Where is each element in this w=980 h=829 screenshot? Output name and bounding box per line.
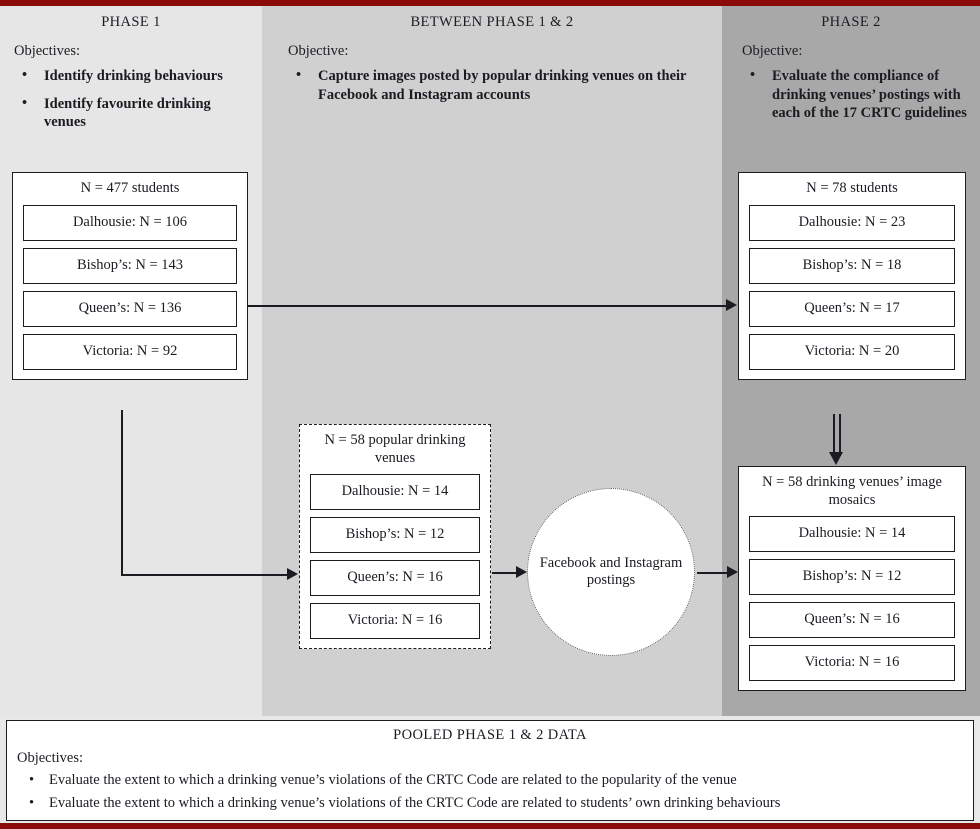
group-title: N = 58 drinking venues’ image mosaics bbox=[762, 474, 942, 508]
connector-venues-to-circle-arrowhead-icon bbox=[516, 566, 527, 578]
circle-node-label: Facebook and Instagram postings bbox=[539, 554, 683, 588]
connector-circle-to-mosaics-arrowhead-icon bbox=[727, 566, 738, 578]
group-row: Queen’s: N = 16 bbox=[749, 602, 955, 639]
pooled-objectives-item: • Evaluate the extent to which a drinkin… bbox=[17, 795, 963, 812]
group-box-phase-1-students: N = 477 students Dalhousie: N = 106 Bish… bbox=[12, 172, 248, 380]
objectives-phase-1-item-text: Identify drinking behaviours bbox=[44, 68, 223, 85]
group-title: N = 477 students bbox=[80, 180, 180, 196]
connector-circle-to-mosaics-line bbox=[697, 572, 731, 574]
group-row: Queen’s: N = 17 bbox=[749, 290, 955, 327]
objectives-between-phases-list: • Capture images posted by popular drink… bbox=[288, 67, 708, 104]
objectives-phase-1-item-text: Identify favourite drinking venues bbox=[44, 95, 211, 130]
objectives-between-phases-title: Objective: bbox=[288, 43, 349, 59]
objectives-phase-1-title: Objectives: bbox=[14, 43, 81, 59]
objectives-between-phases: Objective: • Capture images posted by po… bbox=[288, 42, 708, 113]
bullet-icon: • bbox=[22, 67, 28, 84]
connector-phase1-to-venues-vertical bbox=[121, 410, 123, 576]
column-header-phase-2: PHASE 2 bbox=[821, 14, 881, 30]
pooled-objectives-title: Objectives: bbox=[17, 750, 84, 766]
connector-phase2-to-mosaics-line-b bbox=[839, 414, 841, 454]
connector-phase1-to-venues-horizontal bbox=[121, 574, 289, 576]
circle-node-social-media-postings: Facebook and Instagram postings bbox=[527, 488, 695, 656]
bottom-accent-rule bbox=[0, 823, 980, 829]
connector-phase1-to-venues-arrowhead-icon bbox=[287, 568, 298, 580]
pooled-objectives-item: • Evaluate the extent to which a drinkin… bbox=[17, 772, 963, 789]
objectives-between-phases-item: • Capture images posted by popular drink… bbox=[288, 67, 708, 104]
pooled-data-panel: POOLED PHASE 1 & 2 DATA Objectives: • Ev… bbox=[6, 720, 974, 821]
objectives-phase-2: Objective: • Evaluate the compliance of … bbox=[742, 42, 972, 131]
objectives-phase-1-item: • Identify favourite drinking venues bbox=[14, 95, 249, 132]
group-row: Victoria: N = 92 bbox=[23, 333, 237, 370]
group-row: Queen’s: N = 136 bbox=[23, 290, 237, 327]
pooled-panel-title: POOLED PHASE 1 & 2 DATA bbox=[393, 727, 587, 743]
group-row: Dalhousie: N = 14 bbox=[310, 474, 480, 511]
group-box-popular-drinking-venues: N = 58 popular drinking venues Dalhousie… bbox=[299, 424, 491, 650]
connector-phase1-to-phase2-line bbox=[248, 305, 730, 307]
objectives-between-phases-item-text: Capture images posted by popular drinkin… bbox=[318, 68, 687, 103]
objectives-phase-1-item: • Identify drinking behaviours bbox=[14, 67, 249, 85]
pooled-objectives-item-text: Evaluate the extent to which a drinking … bbox=[49, 772, 737, 788]
group-row: Bishop’s: N = 12 bbox=[310, 517, 480, 554]
group-row: Bishop’s: N = 143 bbox=[23, 247, 237, 284]
bullet-icon: • bbox=[296, 67, 302, 84]
pooled-objectives-list: • Evaluate the extent to which a drinkin… bbox=[17, 772, 963, 812]
bullet-icon: • bbox=[29, 772, 35, 788]
pooled-objectives-item-text: Evaluate the extent to which a drinking … bbox=[49, 795, 781, 811]
connector-venues-to-circle-line bbox=[492, 572, 520, 574]
group-title: N = 78 students bbox=[806, 180, 898, 196]
bullet-icon: • bbox=[750, 67, 756, 84]
bullet-icon: • bbox=[22, 94, 28, 111]
column-header-phase-1: PHASE 1 bbox=[101, 14, 161, 30]
objectives-phase-1: Objectives: • Identify drinking behaviou… bbox=[14, 42, 249, 140]
connector-phase2-to-mosaics-arrowhead-icon bbox=[829, 452, 843, 465]
group-row: Victoria: N = 16 bbox=[310, 603, 480, 640]
objectives-phase-1-list: • Identify drinking behaviours • Identif… bbox=[14, 67, 249, 131]
objectives-phase-2-list: • Evaluate the compliance of drinking ve… bbox=[742, 67, 972, 122]
connector-phase1-to-phase2-arrowhead-icon bbox=[726, 299, 737, 311]
group-row: Victoria: N = 16 bbox=[749, 645, 955, 682]
objectives-phase-2-item: • Evaluate the compliance of drinking ve… bbox=[742, 67, 972, 122]
group-box-phase-2-students: N = 78 students Dalhousie: N = 23 Bishop… bbox=[738, 172, 966, 380]
group-row: Bishop’s: N = 12 bbox=[749, 559, 955, 596]
objectives-phase-2-item-text: Evaluate the compliance of drinking venu… bbox=[772, 68, 967, 121]
top-accent-rule bbox=[0, 0, 980, 6]
objectives-phase-2-title: Objective: bbox=[742, 43, 803, 59]
group-row: Bishop’s: N = 18 bbox=[749, 247, 955, 284]
column-header-between-phases: BETWEEN PHASE 1 & 2 bbox=[410, 14, 574, 30]
group-row: Victoria: N = 20 bbox=[749, 333, 955, 370]
group-title: N = 58 popular drinking venues bbox=[324, 432, 466, 466]
group-row: Queen’s: N = 16 bbox=[310, 560, 480, 597]
group-box-image-mosaics: N = 58 drinking venues’ image mosaics Da… bbox=[738, 466, 966, 692]
connector-phase2-to-mosaics-line-a bbox=[833, 414, 835, 454]
group-row: Dalhousie: N = 106 bbox=[23, 204, 237, 241]
bullet-icon: • bbox=[29, 795, 35, 811]
group-row: Dalhousie: N = 23 bbox=[749, 204, 955, 241]
group-row: Dalhousie: N = 14 bbox=[749, 516, 955, 553]
